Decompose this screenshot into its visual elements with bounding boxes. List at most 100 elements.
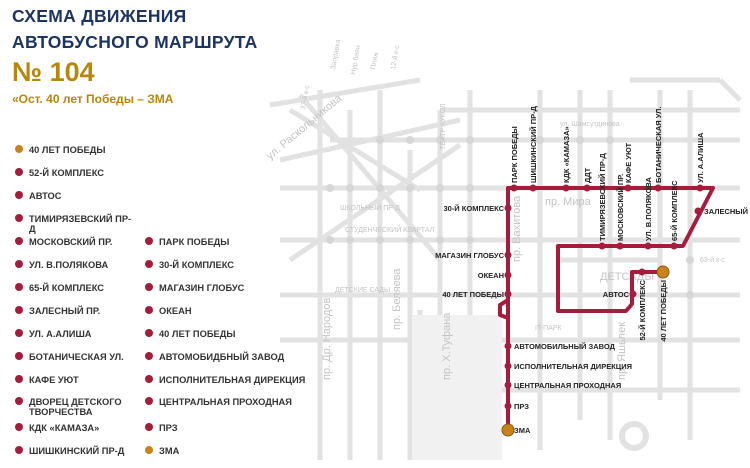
stop-label: КАФЕ УЮТ xyxy=(624,142,633,183)
stop-icon xyxy=(145,306,153,314)
stop-icon xyxy=(624,184,632,192)
other-stop-icon xyxy=(656,136,664,144)
legend-label: 30-Й КОМПЛЕКС xyxy=(159,260,235,270)
legend-item: 30-Й КОМПЛЕКС xyxy=(145,260,309,270)
stop-icon xyxy=(696,184,704,192)
legend-item: 40 ЛЕТ ПОБЕДЫ xyxy=(145,329,309,339)
industrial-zone xyxy=(412,315,502,460)
other-stop-icon xyxy=(376,136,384,144)
stop-label: 52-Й КОМПЛЕКС xyxy=(638,279,647,340)
stop-icon xyxy=(15,168,23,176)
stop-label: ОКЕАН xyxy=(478,271,504,280)
legend-label: 52-Й КОМПЛЕКС xyxy=(29,168,105,178)
roundabout xyxy=(619,421,649,451)
street-network xyxy=(269,77,742,460)
legend-label: ПРЗ xyxy=(159,423,178,433)
stop-icon xyxy=(15,237,23,245)
stop-label: ЗМА xyxy=(514,426,531,435)
stop-icon xyxy=(145,423,153,431)
other-stop-icon xyxy=(346,236,354,244)
legend-label: ЗАЛЕСНЫЙ ПР. xyxy=(29,306,101,316)
legend-label: ПАРК ПОБЕДЫ xyxy=(159,237,230,247)
legend-label: ИСПОЛНИТЕЛЬНАЯ ДИРЕКЦИЯ xyxy=(159,375,306,385)
stop-icon xyxy=(504,290,512,298)
other-stop-icon xyxy=(436,184,444,192)
stop-label: УЛ. В.ПОЛЯКОВА xyxy=(644,177,653,241)
legend-item: УЛ. В.ПОЛЯКОВА xyxy=(15,260,134,270)
street-label: 12-й к-с xyxy=(389,44,401,70)
stop-label: ПРЗ xyxy=(514,402,529,411)
street-label: пр. Вахитова xyxy=(511,195,523,262)
stop-label: ЦЕНТРАЛЬНАЯ ПРОХОДНАЯ xyxy=(514,381,621,390)
legend-item: КАФЕ УЮТ xyxy=(15,375,134,385)
street-label: 63-й к-с xyxy=(700,256,725,264)
legend-item: МОСКОВСКИЙ ПР. xyxy=(15,237,134,247)
street-label: пр. Др. Народов xyxy=(321,298,333,380)
other-stop-icon xyxy=(466,184,474,192)
stop-icon xyxy=(145,329,153,337)
street-label: ул. Шамсутдинова xyxy=(560,121,620,128)
other-stop-icon xyxy=(436,236,444,244)
legend-item: УЛ. А.АЛИША xyxy=(15,329,134,339)
street-label: пр. Мира xyxy=(545,196,592,208)
stop-icon xyxy=(504,204,512,212)
street-label: пр. Х.Туфана xyxy=(441,312,453,380)
stop-icon xyxy=(145,352,153,360)
legend-item: ЗМА xyxy=(145,446,309,456)
stop-icon xyxy=(15,397,23,405)
stop-label: ЗАЛЕСНЫЙ ПР. xyxy=(704,207,750,216)
stop-icon xyxy=(145,397,153,405)
stop-icon xyxy=(504,342,512,350)
stop-label: ТИМИРЯЗЕВСКИЙ ПР-Д xyxy=(598,153,607,241)
stop-label: БОТАНИЧЕСКАЯ УЛ. xyxy=(654,107,663,183)
legend-item: БОТАНИЧЕСКАЯ УЛ. xyxy=(15,352,134,362)
other-stop-icon xyxy=(326,236,334,244)
legend-item: ПАРК ПОБЕДЫ xyxy=(145,237,309,247)
legend-item: ЗАЛЕСНЫЙ ПР. xyxy=(15,306,134,316)
stop-icon xyxy=(15,352,23,360)
legend-label: 65-Й КОМПЛЕКС xyxy=(29,283,105,293)
legend-label: ТИМИРЯЗЕВСКИЙ ПР-Д xyxy=(29,214,132,234)
stop-icon xyxy=(670,242,678,250)
legend-label: ЗМА xyxy=(159,446,180,456)
street xyxy=(298,93,442,262)
legend-item: 40 ЛЕТ ПОБЕДЫ xyxy=(15,145,134,155)
legend-item: ТИМИРЯЗЕВСКИЙ ПР-Д xyxy=(15,214,134,234)
legend-label: КДК «КАМАЗА» xyxy=(29,423,100,433)
terminal-stop-icon xyxy=(656,265,670,279)
terminal-stop-icon xyxy=(15,145,23,153)
legend-label: ШИШКИНСКИЙ ПР-Д xyxy=(29,446,125,456)
other-stop-icon xyxy=(406,136,414,144)
stop-icon xyxy=(504,362,512,370)
stop-icon xyxy=(529,184,537,192)
legend-label: ЦЕНТРАЛЬНАЯ ПРОХОДНАЯ xyxy=(159,397,292,407)
stop-icon xyxy=(15,423,23,431)
legend-label: ДВОРЕЦ ДЕТСКОГО ТВОРЧЕСТВА xyxy=(29,397,122,417)
other-stop-icon xyxy=(436,136,444,144)
stop-icon xyxy=(654,184,662,192)
stop-icon xyxy=(504,381,512,389)
other-stop-icon xyxy=(686,256,694,264)
stop-label: 40 ЛЕТ ПОБЕДЫ xyxy=(442,290,504,299)
legend-item: 65-Й КОМПЛЕКС xyxy=(15,283,134,293)
stop-label: 65-Й КОМПЛЕКС xyxy=(670,180,679,241)
street xyxy=(288,107,422,193)
stop-icon xyxy=(15,446,23,454)
street-label: Нур баян xyxy=(349,45,362,76)
other-stop-icon xyxy=(606,136,614,144)
street xyxy=(269,77,421,108)
stop-icon xyxy=(145,237,153,245)
stop-label: КДК «КАМАЗА» xyxy=(562,126,571,183)
legend-label: БОТАНИЧЕСКАЯ УЛ. xyxy=(29,352,124,362)
stop-label: АВТОС xyxy=(603,290,630,299)
route-number: № 104 xyxy=(12,57,95,87)
other-stop-icon xyxy=(576,136,584,144)
stop-icon xyxy=(15,260,23,268)
other-stop-icon xyxy=(406,236,414,244)
title-line-2: АВТОБУСНОГО МАРШРУТА xyxy=(12,32,258,52)
other-stop-icon xyxy=(466,136,474,144)
street-label: ШКОЛЬНЫЙ ПР-Д xyxy=(340,203,400,212)
stop-icon xyxy=(15,214,23,222)
legend-item: ДВОРЕЦ ДЕТСКОГО ТВОРЧЕСТВА xyxy=(15,397,134,417)
